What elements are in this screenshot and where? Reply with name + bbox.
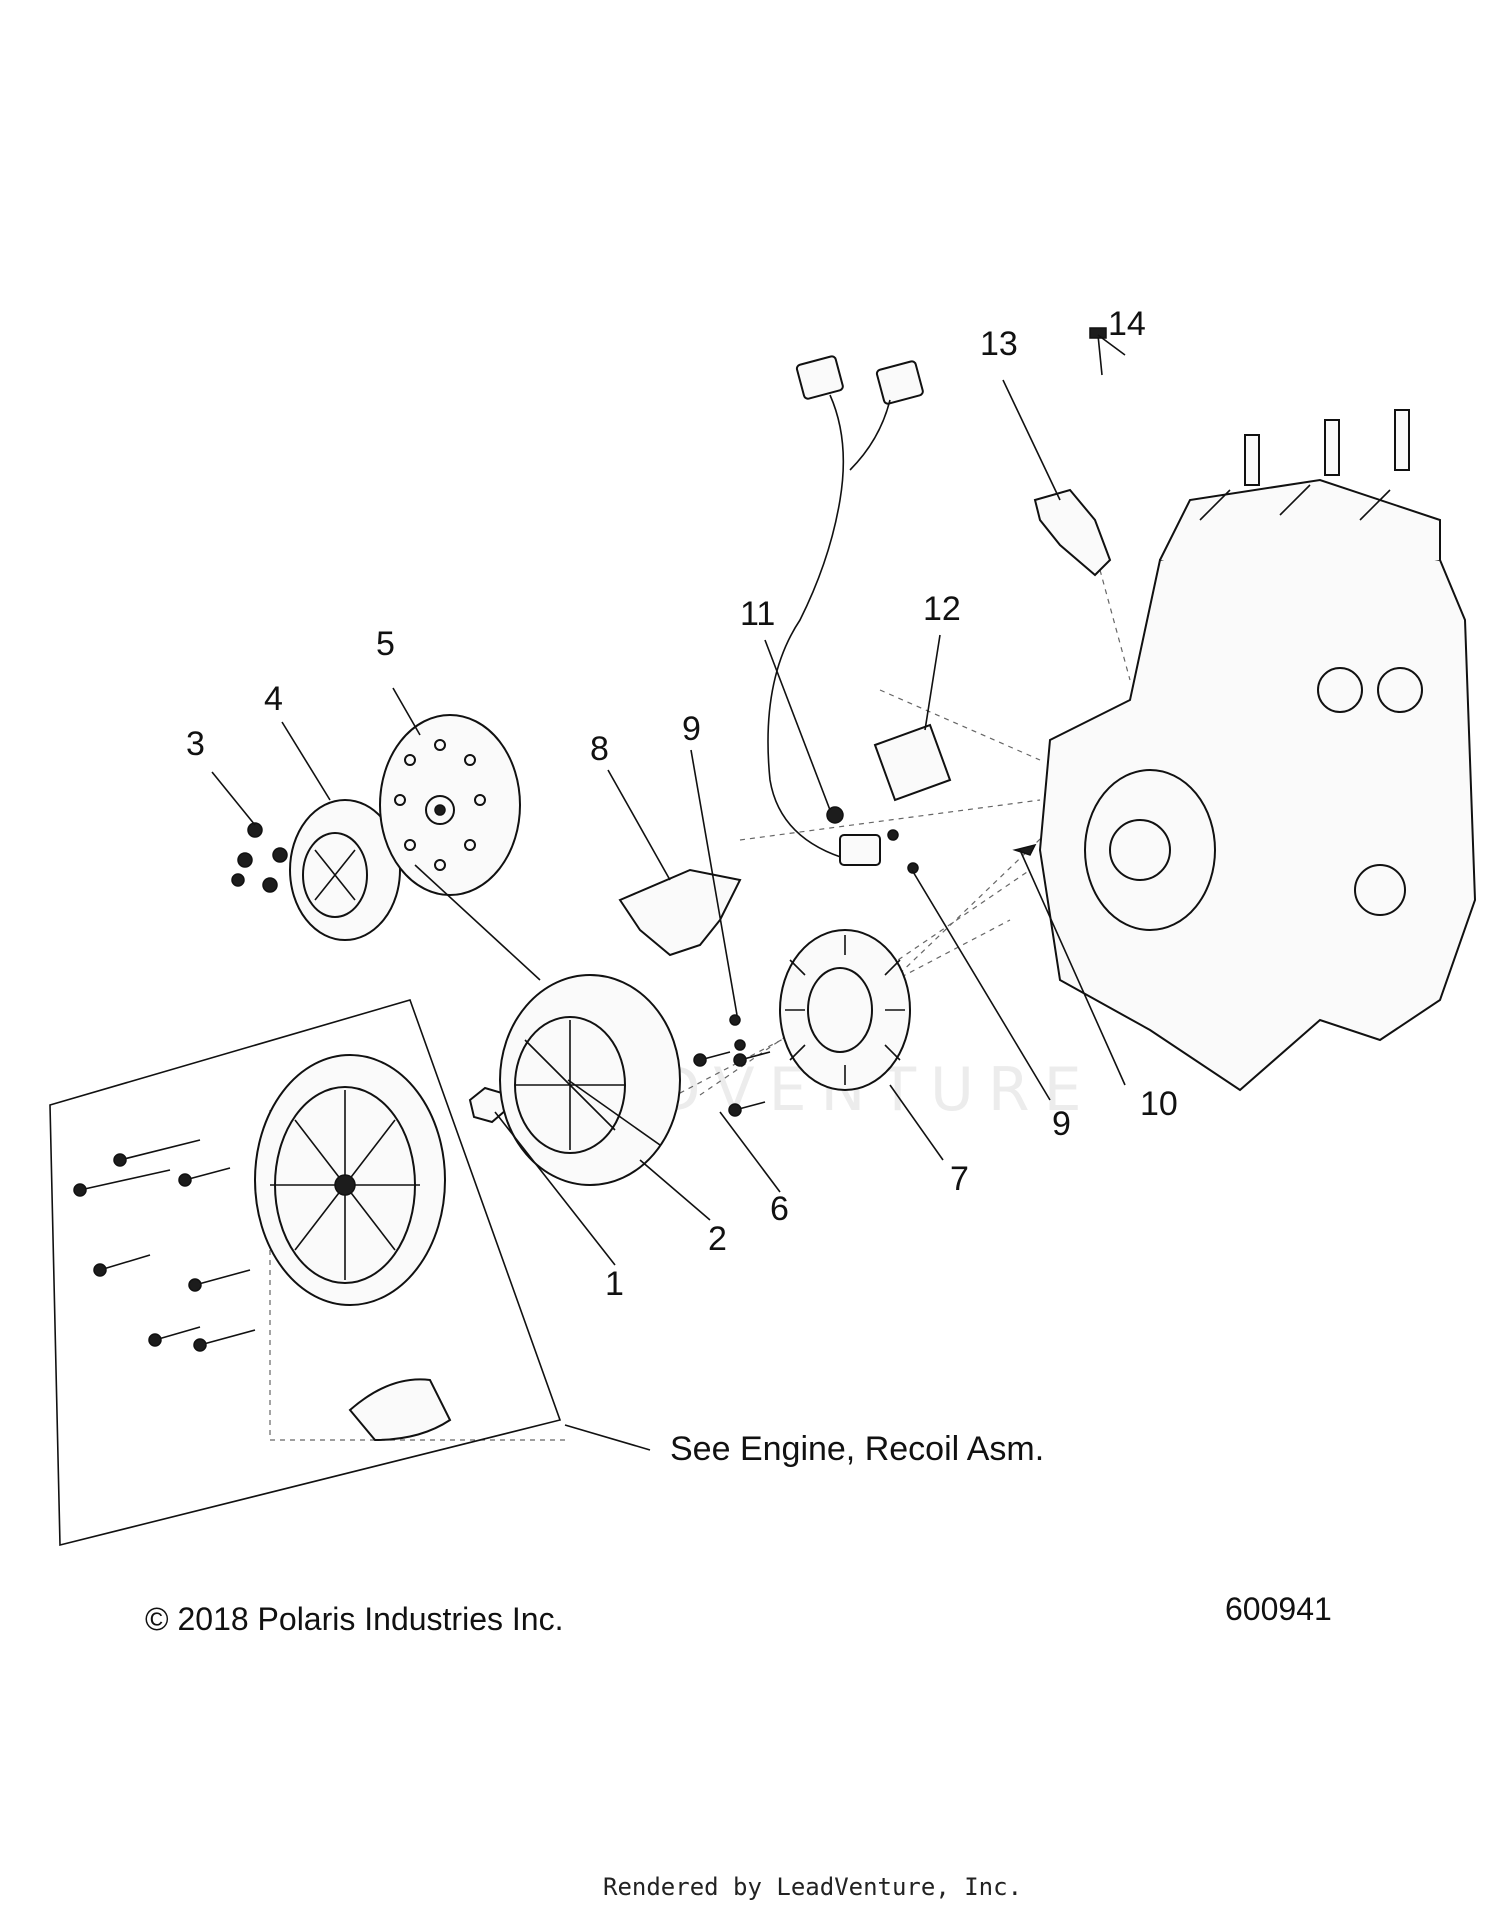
copyright: © 2018 Polaris Industries Inc. (145, 1601, 563, 1637)
callout-13: 13 (980, 325, 1018, 363)
starter-cup-drawing (289, 799, 401, 941)
recoil-bolts-drawing (73, 1139, 256, 1352)
coil-bracket-drawing (1033, 488, 1112, 577)
callout-9-lower: 9 (1052, 1105, 1071, 1143)
stator-drawing (779, 929, 911, 1091)
flywheel-cover-drawing (379, 714, 521, 896)
pin-drawing (1012, 843, 1037, 856)
callout-6: 6 (770, 1190, 789, 1228)
recoil-assembly-boundary (49, 999, 562, 1547)
recoil-housing-drawing (254, 1054, 446, 1306)
recoil-handle-drawing (348, 1378, 452, 1442)
callout-8: 8 (590, 730, 609, 768)
alignment-lines (269, 569, 1131, 1441)
coil-bolt-drawing (1089, 327, 1107, 376)
callout-5: 5 (376, 625, 395, 663)
recoil-note: See Engine, Recoil Asm. (670, 1430, 1044, 1468)
flywheel-drawing (499, 974, 681, 1186)
callout-11: 11 (740, 595, 775, 633)
callout-3: 3 (186, 725, 205, 763)
callout-12: 12 (923, 590, 961, 628)
render-credit: Rendered by LeadVenture, Inc. (603, 1873, 1022, 1901)
callout-2: 2 (708, 1220, 727, 1258)
callout-7: 7 (950, 1160, 969, 1198)
stator-bolts-drawing (693, 1051, 771, 1117)
wiring-harness-drawing (767, 355, 924, 866)
leader-lines (211, 334, 1126, 1451)
callout-9-upper: 9 (682, 710, 701, 748)
small-bolts-drawing (231, 822, 288, 893)
callout-14: 14 (1108, 305, 1146, 343)
diagram-number: 600941 (1225, 1591, 1332, 1627)
harness-nut-drawing (826, 806, 844, 824)
callout-10: 10 (1140, 1085, 1178, 1123)
callout-1: 1 (605, 1265, 624, 1303)
engine-drawing (1038, 409, 1477, 1092)
screws-drawing (729, 829, 919, 1051)
bracket-drawing (618, 868, 742, 957)
callout-numbers: 1 2 3 4 5 6 7 8 9 9 10 11 12 13 14 (186, 305, 1178, 1303)
callout-4: 4 (264, 680, 283, 718)
regulator-drawing (873, 723, 952, 802)
